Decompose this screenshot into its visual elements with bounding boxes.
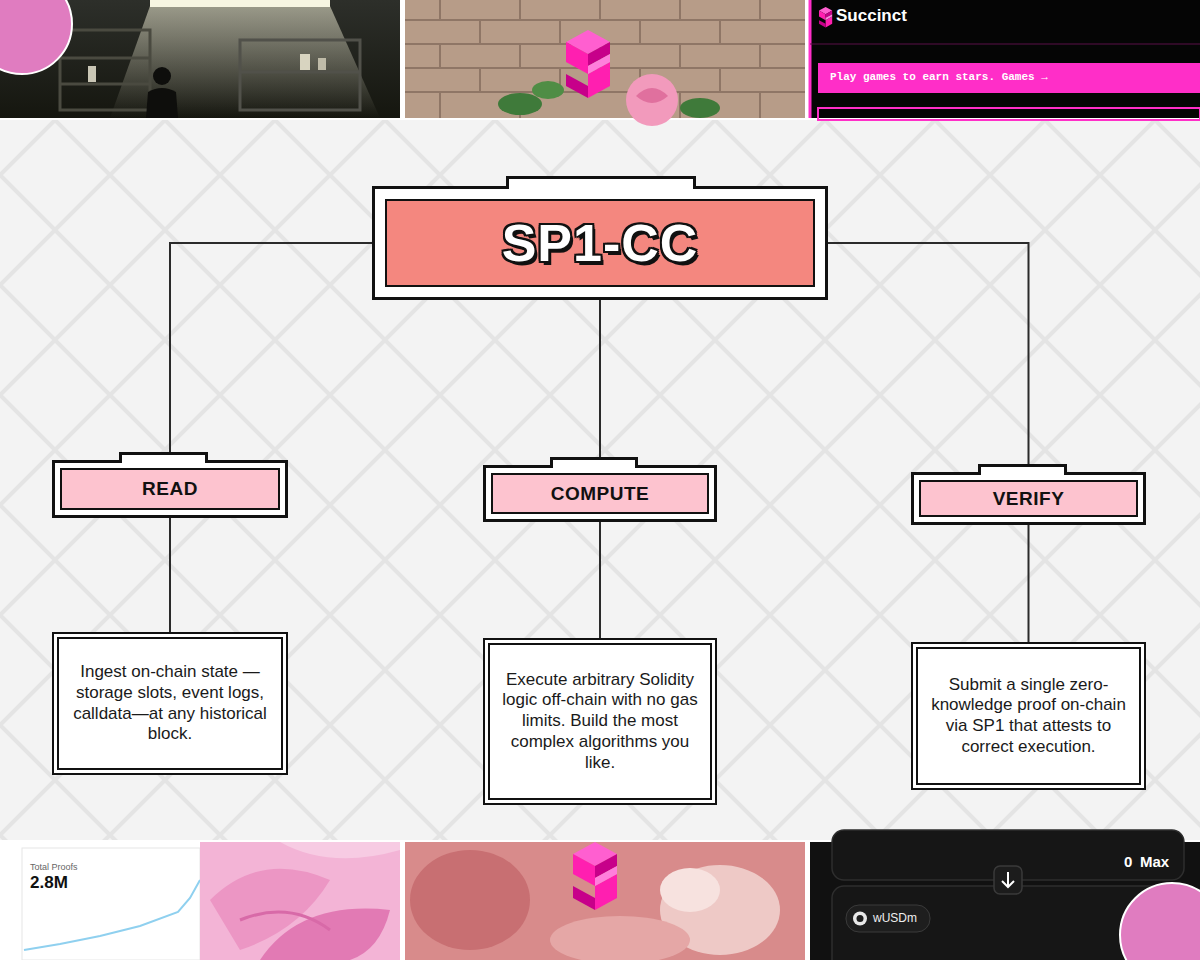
chart-title: Total Proofs: [30, 862, 78, 872]
stage-box: COMPUTE: [483, 465, 717, 522]
rose-photo: [200, 842, 400, 960]
description-box: Execute arbitrary Solidity logic off-cha…: [483, 638, 717, 805]
connector-line: [1028, 525, 1030, 642]
banner-text: Play games to earn stars. Games →: [830, 71, 1048, 83]
stage-name: READ: [142, 478, 198, 500]
stage-band: VERIFY: [919, 480, 1138, 517]
description-box: Submit a single zero-knowledge proof on-…: [911, 642, 1146, 790]
stage-description: Submit a single zero-knowledge proof on-…: [930, 675, 1127, 758]
corner-circle: [1120, 883, 1200, 960]
stage-box: VERIFY: [911, 472, 1146, 525]
connector-line: [828, 243, 1029, 472]
corner-circle: [0, 0, 72, 74]
brand-name: Succinct: [836, 6, 907, 26]
connector-line: [170, 243, 372, 460]
connector-line: [599, 300, 601, 465]
stage-box: READ: [52, 460, 288, 518]
stage-description: Execute arbitrary Solidity logic off-cha…: [502, 670, 698, 774]
stage-name: COMPUTE: [551, 483, 650, 505]
stage-band: COMPUTE: [491, 473, 709, 514]
diagram-title: SP1-CC: [502, 213, 699, 273]
balance-value: 0: [1124, 853, 1132, 870]
connector-line: [169, 518, 171, 632]
pink-texture-photo: [405, 842, 805, 960]
brick-photo: [405, 0, 805, 126]
stage-description: Ingest on-chain state —storage slots, ev…: [71, 662, 269, 745]
chart-value: 2.8M: [30, 873, 68, 893]
description-box: Ingest on-chain state —storage slots, ev…: [52, 632, 288, 775]
title-box: SP1-CC: [372, 186, 828, 300]
lattice-ground: [0, 120, 1200, 840]
stage-name: VERIFY: [993, 488, 1065, 510]
proofs-chart: [0, 842, 200, 960]
succinct-ui: [810, 0, 1200, 120]
connector-line: [599, 522, 601, 638]
token-name: wUSDm: [873, 911, 917, 925]
stage-band: READ: [60, 468, 280, 510]
title-band: SP1-CC: [385, 199, 815, 287]
max-button: Max: [1140, 853, 1169, 870]
